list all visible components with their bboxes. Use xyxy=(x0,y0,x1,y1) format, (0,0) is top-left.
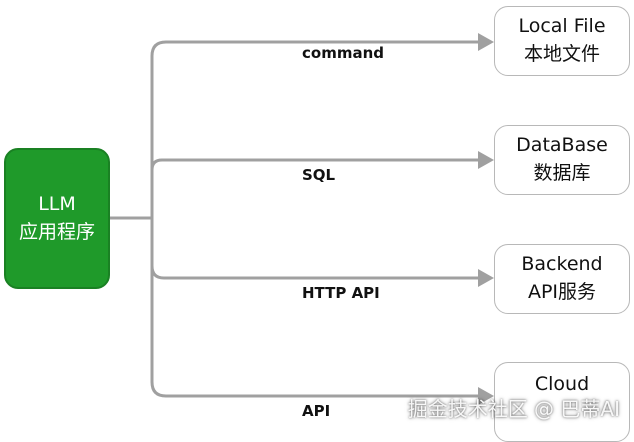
llm-node-title: LLM xyxy=(38,192,76,215)
database-node: DataBase 数据库 xyxy=(494,125,630,195)
database-title: DataBase xyxy=(516,134,608,157)
cloud-title: Cloud xyxy=(534,373,590,395)
connector-cloud xyxy=(150,216,480,398)
database-subtitle: 数据库 xyxy=(533,162,591,184)
connector-local-file xyxy=(150,40,480,220)
edge-label-api: API xyxy=(302,402,331,420)
watermark-text: 掘金技术社区 @ 巴蒂AI xyxy=(407,397,620,421)
local-file-title: Local File xyxy=(518,15,606,38)
local-file-node: Local File 本地文件 xyxy=(494,6,630,76)
cloud-node: Cloud xyxy=(494,362,630,442)
arrowhead-backend xyxy=(478,269,494,287)
edge-label-http-api: HTTP API xyxy=(302,284,380,302)
backend-node: Backend API服务 xyxy=(494,244,630,314)
llm-node-subtitle: 应用程序 xyxy=(18,220,95,243)
local-file-subtitle: 本地文件 xyxy=(523,43,600,65)
arrowhead-database xyxy=(478,151,494,169)
llm-application-node: LLM 应用程序 xyxy=(4,148,110,289)
connector-database xyxy=(150,158,480,220)
arrowhead-local-file xyxy=(478,33,494,51)
backend-subtitle: API服务 xyxy=(527,281,597,303)
backend-title: Backend xyxy=(521,253,603,276)
edge-label-sql: SQL xyxy=(302,166,336,184)
arrowhead-cloud xyxy=(478,387,494,405)
edge-label-command: command xyxy=(302,44,384,62)
connector-backend xyxy=(150,216,480,280)
